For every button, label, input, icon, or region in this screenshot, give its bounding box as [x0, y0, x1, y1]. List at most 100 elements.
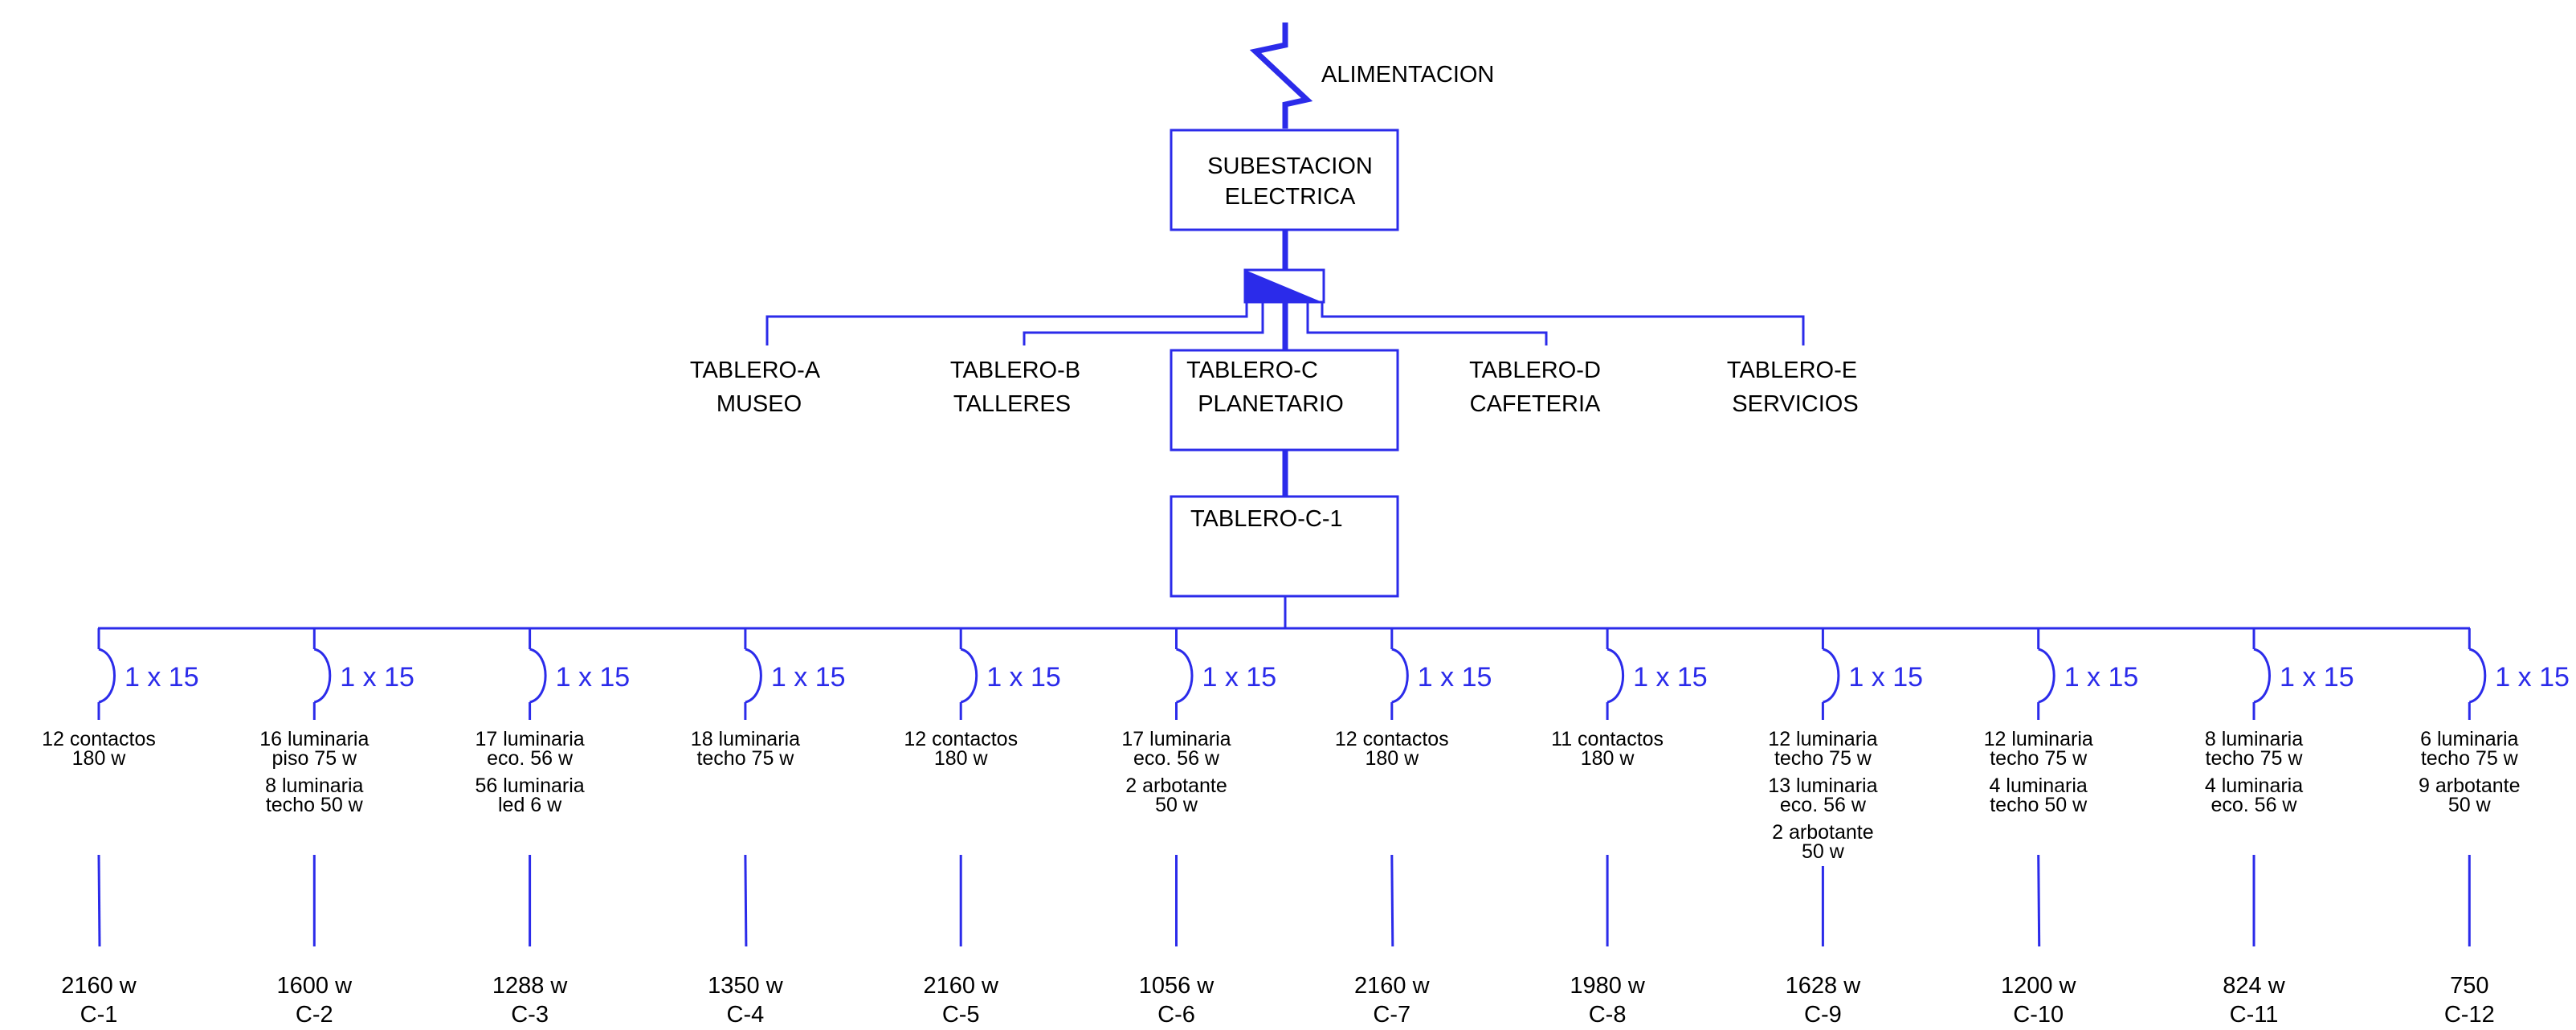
- load-line: 4 luminaria: [1990, 775, 2088, 797]
- load-line: 8 luminaria: [265, 775, 363, 797]
- board-c-box: [1170, 349, 1399, 452]
- breaker-icon: [1606, 648, 1624, 704]
- supply-label: ALIMENTACION: [1321, 62, 1494, 88]
- load-line: techo 75 w: [1990, 747, 2088, 770]
- breaker-icon: [2468, 648, 2487, 704]
- breaker-icon: [960, 648, 978, 704]
- breaker-icon: [1391, 648, 1409, 704]
- board-a-label-2: MUSEO: [716, 391, 802, 417]
- load-line: 12 contactos: [904, 728, 1018, 750]
- circuit-power: 2160 w: [923, 973, 999, 999]
- circuit-id: C-11: [2230, 1002, 2279, 1028]
- breaker-rating: 1 x 15: [771, 662, 846, 693]
- circuit-id: C-9: [1804, 1002, 1842, 1028]
- circuit-id: C-5: [942, 1002, 980, 1028]
- breaker-icon: [98, 648, 116, 704]
- load-line: 12 luminaria: [1768, 728, 1877, 750]
- load-line: 16 luminaria: [259, 728, 369, 750]
- circuit-id: C-3: [511, 1002, 549, 1028]
- board-feeders: [765, 302, 1805, 350]
- subboard-box: [1170, 495, 1399, 598]
- breaker-icon: [2038, 648, 2055, 704]
- load-line: techo 75 w: [2421, 747, 2519, 770]
- breaker-rating: 1 x 15: [2064, 662, 2139, 693]
- board-e-label-2: SERVICIOS: [1732, 391, 1858, 417]
- circuit-power: 1600 w: [277, 973, 353, 999]
- circuit-id: C-6: [1157, 1002, 1195, 1028]
- circuit-power: 1980 w: [1570, 973, 1646, 999]
- board-b: TABLERO-B TALLERES: [950, 358, 1080, 417]
- circuit-id: C-4: [727, 1002, 765, 1028]
- breaker-rating: 1 x 15: [1418, 662, 1492, 693]
- board-d: TABLERO-D CAFETERIA: [1469, 358, 1601, 417]
- load-line: 12 luminaria: [1984, 728, 2093, 750]
- load-line: 8 luminaria: [2205, 728, 2303, 750]
- breaker-rating: 1 x 15: [986, 662, 1061, 693]
- load-line: 9 arbotante: [2419, 775, 2521, 797]
- circuit-power: 1200 w: [2001, 973, 2077, 999]
- board-c-label-2: PLANETARIO: [1198, 391, 1344, 417]
- load-line: 6 luminaria: [2420, 728, 2518, 750]
- load-line: 2 arbotante: [1772, 821, 1874, 844]
- load-line: 180 w: [72, 747, 127, 770]
- load-line: led 6 w: [498, 794, 562, 816]
- load-line: eco. 56 w: [487, 747, 574, 770]
- board-c-label-1: TABLERO-C: [1186, 358, 1318, 383]
- circuit-id: C-7: [1373, 1002, 1410, 1028]
- breaker-icon: [1175, 648, 1194, 704]
- load-line: 11 contactos: [1551, 728, 1664, 750]
- board-d-label-1: TABLERO-D: [1469, 358, 1601, 383]
- load-line: 50 w: [1802, 840, 1845, 863]
- board-d-label-2: CAFETERIA: [1470, 391, 1601, 417]
- breaker-rating: 1 x 15: [1202, 662, 1277, 693]
- circuit-id: C-8: [1589, 1002, 1627, 1028]
- load-line: techo 50 w: [1990, 794, 2088, 816]
- board-a-label-1: TABLERO-A: [690, 358, 821, 383]
- load-line: 17 luminaria: [476, 728, 585, 750]
- breaker-icon: [1822, 648, 1840, 704]
- breaker-rating: 1 x 15: [2495, 662, 2570, 693]
- load-line: techo 75 w: [696, 747, 794, 770]
- load-line: 12 contactos: [42, 728, 156, 750]
- load-line: 18 luminaria: [691, 728, 800, 750]
- transfer-switch-icon: [1243, 268, 1325, 304]
- breaker-rating: 1 x 15: [340, 662, 414, 693]
- load-line: 4 luminaria: [2205, 775, 2303, 797]
- breaker-rating: 1 x 15: [125, 662, 199, 693]
- circuit-power: 1628 w: [1786, 973, 1862, 999]
- circuit-wire: [744, 854, 748, 947]
- load-line: eco. 56 w: [2211, 794, 2297, 816]
- load-line: techo 75 w: [1774, 747, 1872, 770]
- load-line: 180 w: [1581, 747, 1635, 770]
- load-line: techo 75 w: [2206, 747, 2304, 770]
- circuit-wire: [97, 854, 101, 947]
- circuit-power: 750: [2450, 973, 2488, 999]
- breaker-icon: [2253, 648, 2271, 704]
- load-line: 17 luminaria: [1121, 728, 1231, 750]
- load-line: 180 w: [1365, 747, 1419, 770]
- substation-label-2: ELECTRICA: [1225, 184, 1356, 210]
- board-e: TABLERO-E SERVICIOS: [1727, 358, 1859, 417]
- load-line: techo 50 w: [266, 794, 364, 816]
- load-line: 50 w: [2448, 794, 2492, 816]
- load-line: 56 luminaria: [476, 775, 585, 797]
- circuit-power: 2160 w: [1354, 973, 1431, 999]
- circuit-wire: [1390, 854, 1394, 947]
- load-line: eco. 56 w: [1780, 794, 1867, 816]
- breaker-icon: [313, 648, 332, 704]
- breaker-rating: 1 x 15: [1633, 662, 1708, 693]
- board-b-label-1: TABLERO-B: [950, 358, 1080, 383]
- circuit-power: 1056 w: [1139, 973, 1215, 999]
- board-b-label-2: TALLERES: [953, 391, 1071, 417]
